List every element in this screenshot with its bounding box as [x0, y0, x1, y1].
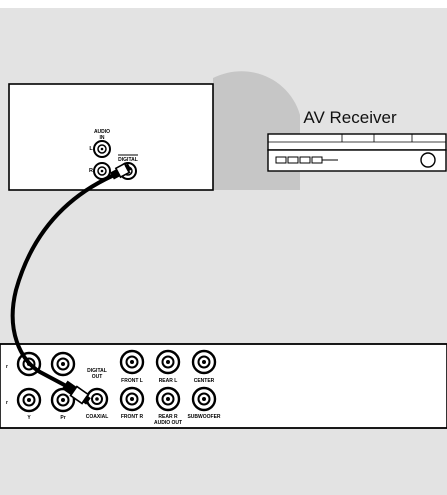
svg-text:r: r: [6, 400, 8, 406]
player-back-panel: r r Y Pr DIGITAL OUT COAXIAL FRONT L: [0, 343, 447, 429]
y-label: Y: [27, 415, 31, 421]
av-receiver-label: AV Receiver: [303, 108, 397, 127]
front-right-jack: [119, 386, 145, 412]
front-left-label: FRONT L: [121, 378, 143, 384]
rear-right-label: REAR R: [158, 414, 178, 420]
digital-out-label-1: DIGITAL: [87, 368, 107, 374]
subwoofer-jack: [191, 386, 217, 412]
audio-in-right-jack: [93, 162, 111, 180]
av-receiver: AV Receiver: [267, 108, 447, 172]
center-jack: [191, 349, 217, 375]
audio-in-label: AUDIO: [94, 129, 110, 135]
receiver-back-panel: AUDIO IN L R DIGITAL: [8, 83, 214, 191]
svg-text:r: r: [6, 364, 8, 370]
cable-wire: [10, 174, 114, 390]
rear-right-jack: [155, 386, 181, 412]
digital-out-label-2: OUT: [92, 374, 103, 380]
front-right-label: FRONT R: [121, 414, 144, 420]
volume-knob: [420, 152, 436, 168]
cable-plug-top: [110, 162, 132, 180]
coaxial-cable: [10, 162, 132, 405]
digital-label: DIGITAL: [118, 157, 138, 163]
center-label: CENTER: [194, 378, 215, 384]
component-jack-top-2: [50, 351, 76, 377]
audio-in-left-jack: [93, 140, 111, 158]
subwoofer-label: SUBWOOFER: [187, 414, 220, 420]
rear-left-label: REAR L: [159, 378, 178, 384]
pr-label: Pr: [60, 415, 65, 421]
right-label: R: [89, 168, 93, 174]
left-label: L: [89, 146, 93, 152]
coaxial-label: COAXIAL: [86, 414, 109, 420]
receiver-shadow: [213, 71, 300, 190]
y-jack: [16, 387, 42, 413]
cable-plug-bottom: [61, 380, 91, 405]
rear-left-jack: [155, 349, 181, 375]
in-label: IN: [100, 135, 105, 141]
front-left-jack: [119, 349, 145, 375]
audio-out-label: AUDIO OUT: [154, 420, 182, 426]
